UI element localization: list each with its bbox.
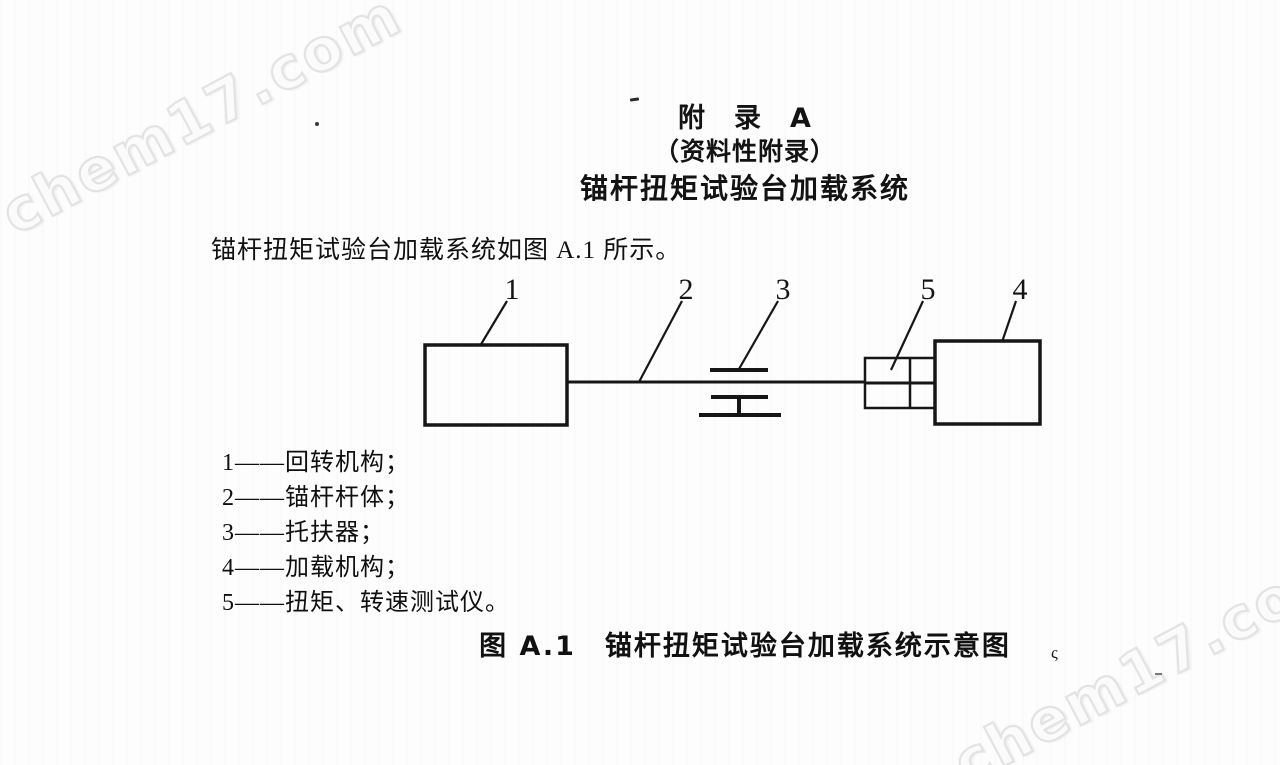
support-middle-bar <box>711 395 768 399</box>
legend-item-4: 4——加载机构； <box>222 555 410 581</box>
figure-legend: 1——回转机构； 2——锚杆杆体； 3——托扶器； 4——加载机构； 5——扭矩… <box>222 446 510 621</box>
tester-box <box>863 356 937 410</box>
diagram-label-4: 4 <box>1013 273 1028 306</box>
legend-item-5: 5——扭矩、转速测试仪。 <box>222 590 510 616</box>
leader-line-1 <box>479 300 508 347</box>
diagram-label-2: 2 <box>679 273 694 306</box>
legend-item-1: 1——回转机构； <box>222 450 410 476</box>
appendix-title: 锚杆扭矩试验台加载系统 <box>579 172 910 205</box>
leader-line-3 <box>738 300 779 370</box>
diagram-label-3: 3 <box>776 273 791 306</box>
support-base-bar <box>699 413 781 417</box>
support-top-bar <box>710 368 768 372</box>
figure-caption: 图 A.1 锚杆扭矩试验台加载系统示意图 <box>479 631 1011 662</box>
rotary-mechanism-box <box>423 343 569 427</box>
legend-item-3: 3——托扶器； <box>222 520 385 546</box>
support-stem <box>737 398 741 415</box>
diagram-label-1: 1 <box>505 273 520 306</box>
scan-speck <box>1155 673 1162 675</box>
figure-diagram: 1 2 3 5 4 <box>423 273 1042 427</box>
appendix-heading: 附 录 A <box>678 103 812 134</box>
scan-speck <box>315 122 319 126</box>
leader-line-5 <box>890 300 924 371</box>
body-paragraph: 锚杆扭矩试验台加载系统如图 A.1 所示。 <box>211 237 682 264</box>
appendix-subheading: （资料性附录） <box>653 137 836 166</box>
legend-item-2: 2——锚杆杆体； <box>222 485 410 511</box>
leader-line-4 <box>1000 300 1018 343</box>
support-device-symbol <box>699 368 781 417</box>
leader-line-2 <box>638 300 683 383</box>
loading-mechanism-box <box>933 339 1042 426</box>
scan-speck: ς <box>1051 643 1058 662</box>
diagram-label-5: 5 <box>921 273 936 306</box>
